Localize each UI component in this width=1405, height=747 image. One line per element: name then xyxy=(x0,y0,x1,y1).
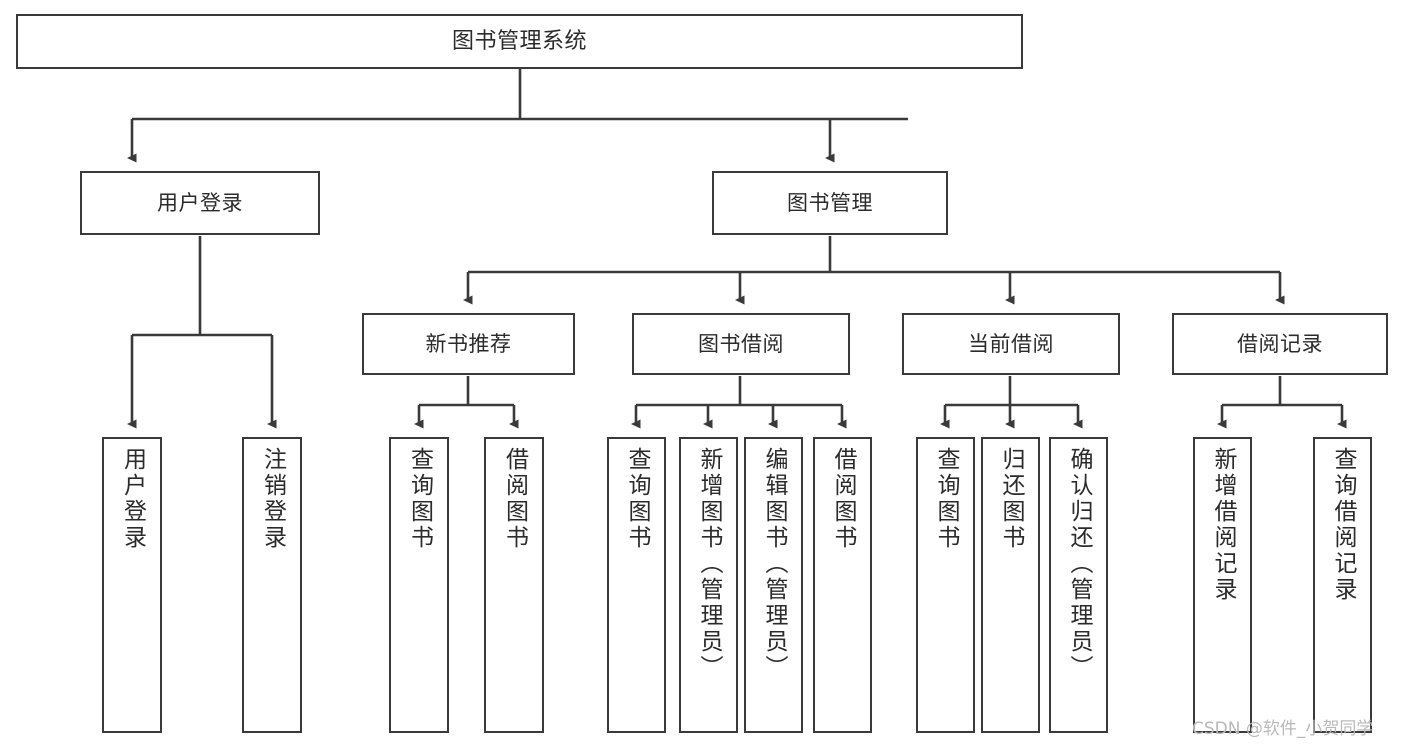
node-leaf-borrow-book-1[interactable]: 借阅图书 xyxy=(484,437,544,733)
node-book-manage-label: 图书管理 xyxy=(787,190,873,215)
node-leaf-query-record-label: 查询借阅记录 xyxy=(1330,447,1356,603)
node-book-manage[interactable]: 图书管理 xyxy=(712,171,948,235)
node-leaf-edit-book-label: 编辑图书（管理员） xyxy=(761,447,787,681)
node-leaf-query-book-2[interactable]: 查询图书 xyxy=(607,437,666,733)
node-leaf-query-book-2-label: 查询图书 xyxy=(624,447,650,551)
node-root-label: 图书管理系统 xyxy=(451,28,587,54)
node-leaf-confirm-return-label: 确认归还（管理员） xyxy=(1066,447,1092,681)
node-borrow-record-label: 借阅记录 xyxy=(1237,331,1323,356)
node-leaf-query-book-1-label: 查询图书 xyxy=(406,447,433,551)
node-user-login[interactable]: 用户登录 xyxy=(80,171,320,235)
node-leaf-query-record[interactable]: 查询借阅记录 xyxy=(1313,437,1372,733)
node-root[interactable]: 图书管理系统 xyxy=(16,14,1023,69)
node-leaf-add-record-label: 新增借阅记录 xyxy=(1210,447,1236,603)
node-leaf-borrow-book-2[interactable]: 借阅图书 xyxy=(813,437,872,733)
node-leaf-edit-book[interactable]: 编辑图书（管理员） xyxy=(744,437,803,733)
node-user-login-label: 用户登录 xyxy=(157,190,243,215)
node-leaf-query-book-1[interactable]: 查询图书 xyxy=(389,437,449,733)
node-leaf-user-login-label: 用户登录 xyxy=(119,447,146,551)
node-leaf-confirm-return[interactable]: 确认归还（管理员） xyxy=(1049,437,1108,733)
node-current-borrow-label: 当前借阅 xyxy=(968,331,1054,356)
node-book-borrow-label: 图书借阅 xyxy=(698,331,784,356)
node-leaf-user-login[interactable]: 用户登录 xyxy=(102,437,162,733)
node-leaf-add-book-label: 新增图书（管理员） xyxy=(696,447,722,681)
node-leaf-logout[interactable]: 注销登录 xyxy=(242,437,302,733)
node-leaf-logout-label: 注销登录 xyxy=(259,447,286,551)
node-book-borrow[interactable]: 图书借阅 xyxy=(632,313,850,375)
node-borrow-record[interactable]: 借阅记录 xyxy=(1172,313,1388,375)
node-leaf-return-book-label: 归还图书 xyxy=(998,447,1024,551)
node-leaf-return-book[interactable]: 归还图书 xyxy=(981,437,1040,733)
node-leaf-add-record[interactable]: 新增借阅记录 xyxy=(1193,437,1252,733)
node-leaf-borrow-book-1-label: 借阅图书 xyxy=(501,447,528,551)
node-leaf-query-book-3-label: 查询图书 xyxy=(933,447,959,551)
node-current-borrow[interactable]: 当前借阅 xyxy=(902,313,1120,375)
node-leaf-add-book[interactable]: 新增图书（管理员） xyxy=(679,437,738,733)
node-new-book-rec[interactable]: 新书推荐 xyxy=(362,313,575,375)
node-new-book-rec-label: 新书推荐 xyxy=(425,331,512,356)
node-leaf-borrow-book-2-label: 借阅图书 xyxy=(830,447,856,551)
node-leaf-query-book-3[interactable]: 查询图书 xyxy=(916,437,975,733)
